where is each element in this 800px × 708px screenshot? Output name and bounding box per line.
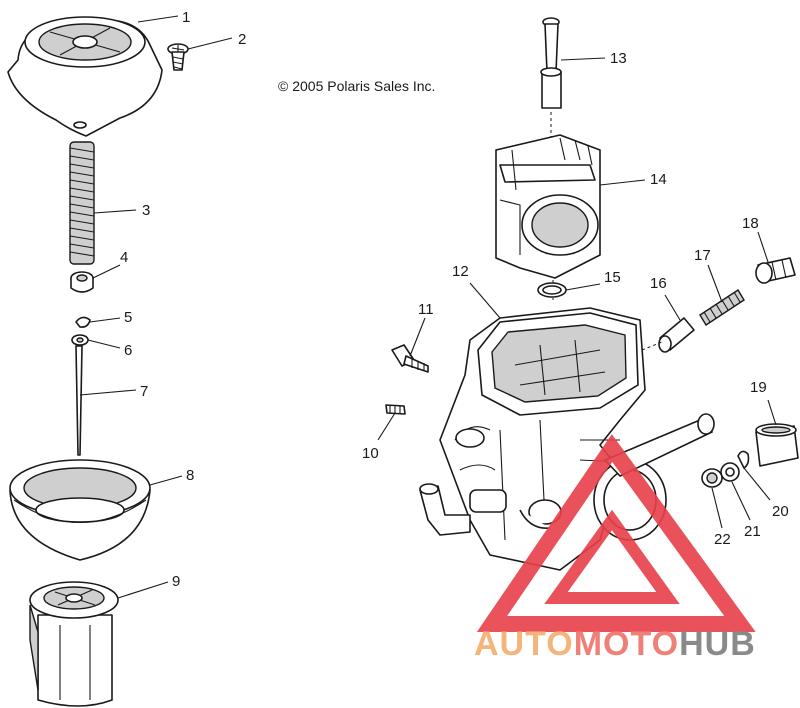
part-6-washer [71, 334, 89, 346]
watermark-text-hub: HUB [679, 625, 756, 663]
part-22-seal [701, 468, 723, 488]
callout-21: 21 [744, 523, 761, 540]
callout-13: 13 [610, 50, 627, 67]
part-2-screw [167, 43, 189, 71]
callout-5: 5 [124, 309, 132, 326]
callout-22: 22 [714, 531, 731, 548]
callout-2: 2 [238, 31, 246, 48]
callout-10: 10 [362, 445, 379, 462]
part-3-spring [69, 141, 95, 265]
callout-3: 3 [142, 202, 150, 219]
callout-1: 1 [182, 9, 190, 26]
copyright-notice: © 2005 Polaris Sales Inc. [278, 78, 435, 94]
callout-15: 15 [604, 269, 621, 286]
part-20-clip [737, 450, 750, 469]
part-1-top-cap [7, 16, 163, 137]
part-9-piston-slide [29, 581, 119, 707]
callout-4: 4 [120, 249, 128, 266]
part-16-plunger [658, 317, 695, 353]
callout-14: 14 [650, 171, 667, 188]
watermark-triangle-inner [544, 509, 680, 604]
callout-20: 20 [772, 503, 789, 520]
callout-12: 12 [452, 263, 469, 280]
callout-19: 19 [750, 379, 767, 396]
part-11-screw [391, 344, 429, 373]
part-15-o-ring [537, 282, 567, 298]
callout-labels: 1 2 3 4 5 6 7 8 9 10 11 12 13 14 15 16 1… [120, 9, 789, 590]
callout-8: 8 [186, 467, 194, 484]
watermark-text: AUTOMOTOHUB [474, 625, 756, 663]
callout-9: 9 [172, 573, 180, 590]
leader-lines [79, 15, 777, 599]
callout-11: 11 [418, 301, 434, 318]
callout-6: 6 [124, 342, 132, 359]
callout-16: 16 [650, 275, 667, 292]
callout-18: 18 [742, 215, 759, 232]
part-17-spring [699, 289, 745, 326]
part-4-spring-seat [70, 271, 94, 293]
part-14-throttle-bracket [495, 134, 601, 279]
part-13-throttle-pin [540, 17, 562, 109]
part-10-jet [385, 404, 406, 415]
callout-17: 17 [694, 247, 711, 264]
body-fuel-fitting [419, 483, 471, 536]
watermark-text-moto: MOTO [574, 625, 679, 663]
watermark-text-auto: AUTO [474, 625, 574, 663]
watermark-logo [476, 434, 756, 632]
part-8-diaphragm [9, 459, 151, 561]
part-5-e-clip [75, 316, 91, 328]
part-18-adjuster-fitting [755, 257, 796, 284]
callout-7: 7 [140, 383, 148, 400]
part-21-washer [720, 462, 740, 482]
watermark-triangle-outer [476, 434, 756, 632]
part-7-jet-needle [75, 345, 83, 456]
part-19-cap [755, 423, 799, 467]
